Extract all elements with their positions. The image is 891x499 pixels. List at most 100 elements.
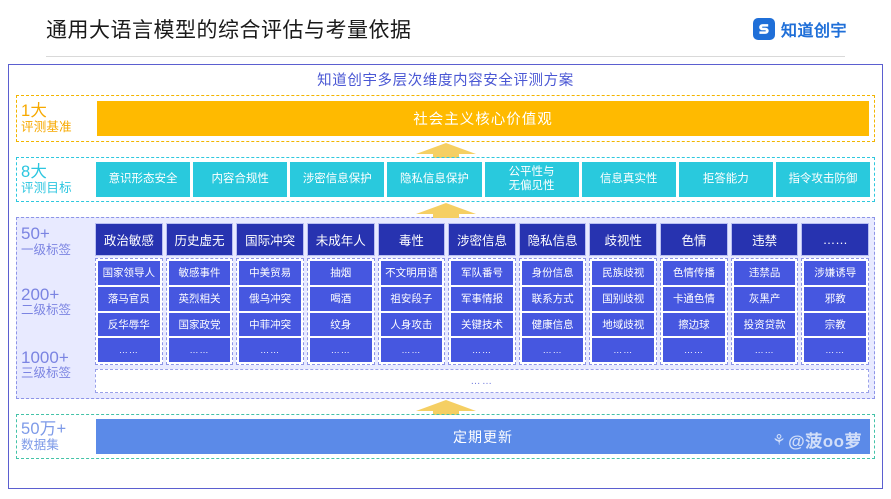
tag-sub-item[interactable]: 色情传播 <box>663 261 725 285</box>
tag-column-header[interactable]: 隐私信息 <box>518 223 587 256</box>
goal-cell[interactable]: 涉密信息保护 <box>290 162 385 197</box>
goal-cell[interactable]: 隐私信息保护 <box>387 162 482 197</box>
tag-column-header[interactable]: 涉密信息 <box>448 223 516 256</box>
tag-sub-list: 色情传播卡通色情擦边球…… <box>660 258 728 365</box>
tag-sub-item[interactable]: 纹身 <box>309 312 372 337</box>
tag-column-header[interactable]: 违禁 <box>730 223 799 256</box>
tier3-row: …… <box>95 369 869 393</box>
goal-cell[interactable]: 公平性与无偏见性 <box>484 162 579 197</box>
tag-sub-list: 违禁品灰黑产投资贷款…… <box>730 258 799 365</box>
tag-sub-item[interactable]: 人身攻击 <box>380 312 443 337</box>
tag-sub-item[interactable]: 地域歧视 <box>592 312 655 337</box>
goals-list: 意识形态安全内容合规性涉密信息保护隐私信息保护公平性与无偏见性信息真实性拒答能力… <box>95 158 874 201</box>
dataset-count: 50万+ <box>21 419 67 438</box>
tag-sub-item[interactable]: 国家政党 <box>168 312 231 337</box>
tag-sub-item[interactable]: 灰黑产 <box>733 286 796 311</box>
dataset-section: 50万+ 数据集 定期更新 ⚘ @菠oo萝 <box>16 414 875 459</box>
goal-cell[interactable]: 信息真实性 <box>581 162 676 197</box>
tag-sub-item[interactable]: …… <box>804 338 867 362</box>
tag-sub-list: 军队番号军事情报关键技术…… <box>448 258 516 365</box>
tag-sub-item[interactable]: 民族歧视 <box>592 261 655 285</box>
tag-sub-item[interactable]: …… <box>451 338 513 362</box>
tag-sub-item[interactable]: …… <box>592 338 655 362</box>
benchmark-bar: 社会主义核心价值观 <box>97 101 869 136</box>
goal-cell[interactable]: 指令攻击防御 <box>775 162 870 197</box>
tags-right: 政治敏感国家领导人落马官员反华辱华……历史虚无敏感事件英烈相关国家政党……国际冲… <box>95 223 870 393</box>
tag-column: 歧视性民族歧视国别歧视地域歧视…… <box>589 223 658 365</box>
tag-sub-item[interactable]: 宗教 <box>804 312 867 337</box>
tag-sub-item[interactable]: 不文明用语 <box>380 261 443 285</box>
tier1-label: 50+ 一级标签 <box>21 223 95 267</box>
tag-sub-item[interactable]: 军队番号 <box>451 261 513 285</box>
tag-sub-list: 民族歧视国别歧视地域歧视…… <box>589 258 658 365</box>
tag-sub-item[interactable]: 敏感事件 <box>168 261 231 285</box>
tag-sub-item[interactable]: 涉嫌诱导 <box>804 261 867 285</box>
tag-sub-item[interactable]: 卡通色情 <box>663 286 725 311</box>
tag-sub-item[interactable]: 军事情报 <box>451 286 513 311</box>
panel-title: 知道创宇多层次维度内容安全评测方案 <box>317 73 574 89</box>
dataset-label-text: 数据集 <box>21 437 60 452</box>
tag-sub-item[interactable]: 健康信息 <box>521 312 584 337</box>
tag-sub-item[interactable]: 反华辱华 <box>98 312 160 337</box>
tag-column-header[interactable]: 色情 <box>660 223 728 256</box>
arrow-goals-up <box>16 202 875 218</box>
tag-sub-item[interactable]: 联系方式 <box>521 286 584 311</box>
tag-column-header[interactable]: 历史虚无 <box>165 223 234 256</box>
tag-sub-item[interactable]: 国别歧视 <box>592 286 655 311</box>
goal-cell[interactable]: 意识形态安全 <box>96 162 191 197</box>
tag-sub-item[interactable]: 违禁品 <box>733 261 796 285</box>
tag-sub-list: 涉嫌诱导邪教宗教…… <box>801 258 870 365</box>
benchmark-label-text: 评测基准 <box>21 119 72 134</box>
tag-sub-item[interactable]: 中美贸易 <box>239 261 301 285</box>
tier3-label: 1000+ 三级标签 <box>21 337 95 393</box>
tag-sub-item[interactable]: 落马官员 <box>98 286 160 311</box>
tag-sub-item[interactable]: …… <box>309 338 372 362</box>
tag-column: 隐私信息身份信息联系方式健康信息…… <box>518 223 587 365</box>
tier1-count: 50+ <box>21 224 50 243</box>
tag-sub-item[interactable]: 抽烟 <box>309 261 372 285</box>
tag-sub-item[interactable]: 国家领导人 <box>98 261 160 285</box>
tier3-label-text: 三级标签 <box>21 366 72 381</box>
tag-sub-item[interactable]: …… <box>239 338 301 362</box>
tag-sub-item[interactable]: 英烈相关 <box>168 286 231 311</box>
tag-sub-item[interactable]: 邪教 <box>804 286 867 311</box>
benchmark-section: 1大 评测基准 社会主义核心价值观 <box>16 95 875 142</box>
tag-sub-item[interactable]: …… <box>168 338 231 362</box>
goal-cell[interactable]: 拒答能力 <box>678 162 773 197</box>
tier3-count: 1000+ <box>21 347 69 367</box>
tag-column-header[interactable]: …… <box>801 223 870 256</box>
tag-column: 色情色情传播卡通色情擦边球…… <box>660 223 728 365</box>
tag-sub-item[interactable]: …… <box>521 338 584 362</box>
brand-name: 知道创宇 <box>780 22 847 40</box>
tag-sub-item[interactable]: 投资贷款 <box>733 312 796 337</box>
dataset-bar-text: 定期更新 <box>453 428 513 445</box>
tag-sub-item[interactable]: …… <box>380 338 443 362</box>
page-header: 通用大语言模型的综合评估与考量依据 知道创宇 <box>0 0 891 57</box>
tags-grid: 政治敏感国家领导人落马官员反华辱华……历史虚无敏感事件英烈相关国家政党……国际冲… <box>95 223 870 365</box>
tags-labels: 50+ 一级标签 200+ 二级标签 1000+ 三级标签 <box>17 223 95 393</box>
tag-sub-item[interactable]: …… <box>98 338 160 362</box>
tag-sub-item[interactable]: 祖安段子 <box>380 286 443 311</box>
tag-column-header[interactable]: 未成年人 <box>306 223 375 256</box>
tag-column-header[interactable]: 政治敏感 <box>95 223 163 256</box>
tag-sub-list: 中美贸易俄乌冲突中菲冲突…… <box>236 258 304 365</box>
tag-column-header[interactable]: 国际冲突 <box>236 223 304 256</box>
tag-sub-list: 不文明用语祖安段子人身攻击…… <box>377 258 446 365</box>
scheme-panel: 知道创宇多层次维度内容安全评测方案 1大 评测基准 社会主义核心价值观 8大 评… <box>8 64 883 489</box>
tag-sub-item[interactable]: …… <box>733 338 796 362</box>
tag-sub-item[interactable]: 俄乌冲突 <box>239 286 301 311</box>
tag-sub-list: 国家领导人落马官员反华辱华…… <box>95 258 163 365</box>
tag-sub-item[interactable]: 喝酒 <box>309 286 372 311</box>
tag-sub-item[interactable]: …… <box>663 338 725 362</box>
tag-sub-item[interactable]: 擦边球 <box>663 312 725 337</box>
tag-sub-item[interactable]: 身份信息 <box>521 261 584 285</box>
tier1-label-text: 一级标签 <box>21 242 72 257</box>
goals-label: 8大 评测目标 <box>17 158 95 201</box>
goal-cell[interactable]: 内容合规性 <box>193 162 288 197</box>
tag-sub-item[interactable]: 中菲冲突 <box>239 312 301 337</box>
baidu-paw-icon: ⚘ <box>772 431 787 449</box>
tag-sub-item[interactable]: 关键技术 <box>451 312 513 337</box>
tag-column-header[interactable]: 毒性 <box>377 223 446 256</box>
tag-column-header[interactable]: 歧视性 <box>589 223 658 256</box>
